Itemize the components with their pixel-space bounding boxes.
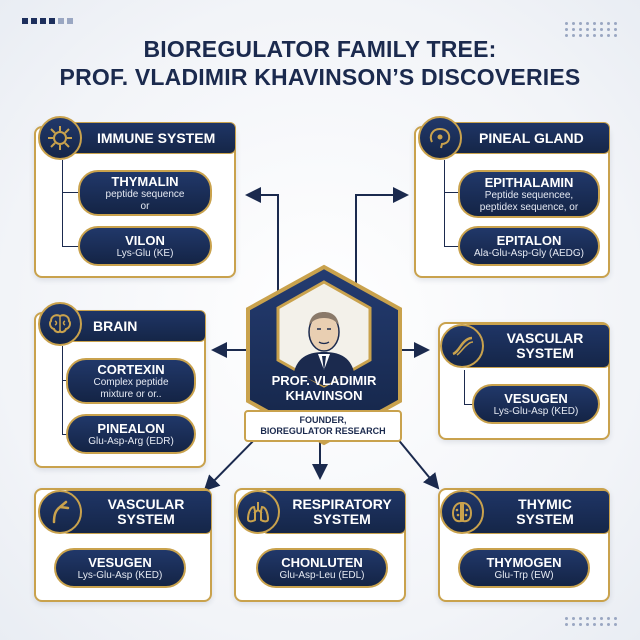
center-name-line-2: KHAVINSON <box>285 388 363 403</box>
pill-desc: Peptide sequencee, <box>484 189 574 201</box>
pill-name: THYMALIN <box>111 173 179 189</box>
tree-branch-thymalin <box>62 192 78 193</box>
thymus-icon <box>440 490 484 534</box>
heading-thymic-line-1: THYMIC <box>518 496 572 512</box>
pill-desc: Lys-Glu (KE) <box>116 247 174 259</box>
pill-pinealon[interactable]: PINEALON Glu-Asp-Arg (EDR) <box>66 414 196 454</box>
center-founder-tag: FOUNDER, BIOREGULATOR RESEARCH <box>244 410 402 442</box>
arrow-to-pineal <box>355 187 409 292</box>
pill-cortexin[interactable]: CORTEXIN Complex peptide mixture or or.. <box>66 358 196 404</box>
decorative-dots-top <box>565 22 618 37</box>
tree-line-vascular-right <box>464 370 465 404</box>
tree-branch-vilon <box>62 246 78 247</box>
tree-branch-epitalon <box>444 246 458 247</box>
blood-vessel-icon <box>440 324 484 368</box>
pill-name: EPITHALAMIN <box>484 174 574 190</box>
pill-vesugen-bottom[interactable]: VESUGEN Lys-Glu-Asp (KED) <box>54 548 186 588</box>
tree-line-brain <box>62 346 63 434</box>
brain-profile-icon <box>418 116 462 160</box>
pill-desc: Lys-Glu-Asp (KED) <box>493 405 579 417</box>
tree-branch-vesugen-right <box>464 404 474 405</box>
pill-epitalon[interactable]: EPITALON Ala-Glu-Asp-Gly (AEDG) <box>458 226 600 266</box>
heading-vascular-bottom: VASCULAR SYSTEM <box>62 490 212 534</box>
heading-pineal-gland: PINEAL GLAND <box>440 122 610 154</box>
heading-vascular-right: VASCULAR SYSTEM <box>462 324 610 368</box>
tree-branch-epithalamin <box>444 192 458 193</box>
pill-desc: peptide sequence <box>105 188 185 200</box>
decorative-dots-bottom <box>565 617 618 626</box>
page-title-line-1: BIOREGULATOR FAMILY TREE: <box>143 36 497 62</box>
tree-line-pineal <box>444 160 445 246</box>
pill-desc: Complex peptide <box>93 376 169 388</box>
pill-desc: Lys-Glu-Asp (KED) <box>77 569 163 581</box>
lungs-icon <box>236 490 280 534</box>
center-name: PROF. VLADIMIR KHAVINSON <box>244 373 404 403</box>
pill-name: VESUGEN <box>504 390 568 406</box>
page-title-line-2: PROF. VLADIMIR KHAVINSON’S DISCOVERIES <box>59 64 581 90</box>
heading-vascular-right-line-2: SYSTEM <box>516 345 574 361</box>
heading-thymic: THYMIC SYSTEM <box>464 490 610 534</box>
pill-name: CORTEXIN <box>97 361 165 377</box>
pill-thymalin[interactable]: THYMALIN peptide sequence or <box>78 170 212 216</box>
center-hexagon <box>246 264 402 446</box>
decorative-squares <box>22 18 73 24</box>
pill-name: EPITALON <box>496 232 562 248</box>
center-tag-line-2: BIOREGULATOR RESEARCH <box>260 426 386 436</box>
virus-icon <box>38 116 82 160</box>
center-tag-line-1: FOUNDER, <box>299 415 347 425</box>
heading-pineal-label: PINEAL GLAND <box>479 129 584 146</box>
arrow-to-immune <box>245 187 279 292</box>
pill-desc: Glu-Trp (EW) <box>494 569 554 581</box>
heading-vascular-bottom-line-2: SYSTEM <box>117 511 175 527</box>
tree-line-immune <box>62 160 63 246</box>
pill-vilon[interactable]: VILON Lys-Glu (KE) <box>78 226 212 266</box>
pill-desc: Glu-Asp-Leu (EDL) <box>279 569 365 581</box>
pill-desc: mixture or or.. <box>100 388 162 400</box>
pill-chonluten[interactable]: CHONLUTEN Glu-Asp-Leu (EDL) <box>256 548 388 588</box>
artery-icon <box>38 490 82 534</box>
heading-respiratory-line-2: SYSTEM <box>313 511 371 527</box>
heading-vascular-bottom-line-1: VASCULAR <box>107 496 185 512</box>
heading-vascular-right-line-1: VASCULAR <box>506 330 584 346</box>
heading-brain: BRAIN <box>62 310 206 342</box>
pill-desc: peptidex sequence, or <box>479 201 579 213</box>
pill-thymogen[interactable]: THYMOGEN Glu-Trp (EW) <box>458 548 590 588</box>
heading-immune-label: IMMUNE SYSTEM <box>97 129 216 146</box>
pill-name: PINEALON <box>97 420 165 436</box>
heading-respiratory: RESPIRATORY SYSTEM <box>262 490 406 534</box>
pill-name: THYMOGEN <box>486 554 562 570</box>
heading-thymic-line-2: SYSTEM <box>516 511 574 527</box>
pill-desc: Ala-Glu-Asp-Gly (AEDG) <box>473 247 584 259</box>
portrait-icon <box>294 312 354 386</box>
pill-desc: Glu-Asp-Arg (EDR) <box>88 435 174 447</box>
brain-icon <box>38 302 82 346</box>
pill-vesugen-right[interactable]: VESUGEN Lys-Glu-Asp (KED) <box>472 384 600 424</box>
center-name-line-1: PROF. VLADIMIR <box>271 373 377 388</box>
pill-name: VILON <box>125 232 165 248</box>
heading-respiratory-line-1: RESPIRATORY <box>292 496 392 512</box>
pill-desc: or <box>140 200 150 212</box>
pill-epithalamin[interactable]: EPITHALAMIN Peptide sequencee, peptidex … <box>458 170 600 218</box>
pill-name: VESUGEN <box>88 554 152 570</box>
heading-immune-system: IMMUNE SYSTEM <box>62 122 236 154</box>
pill-name: CHONLUTEN <box>281 554 363 570</box>
heading-brain-label: BRAIN <box>93 317 138 334</box>
